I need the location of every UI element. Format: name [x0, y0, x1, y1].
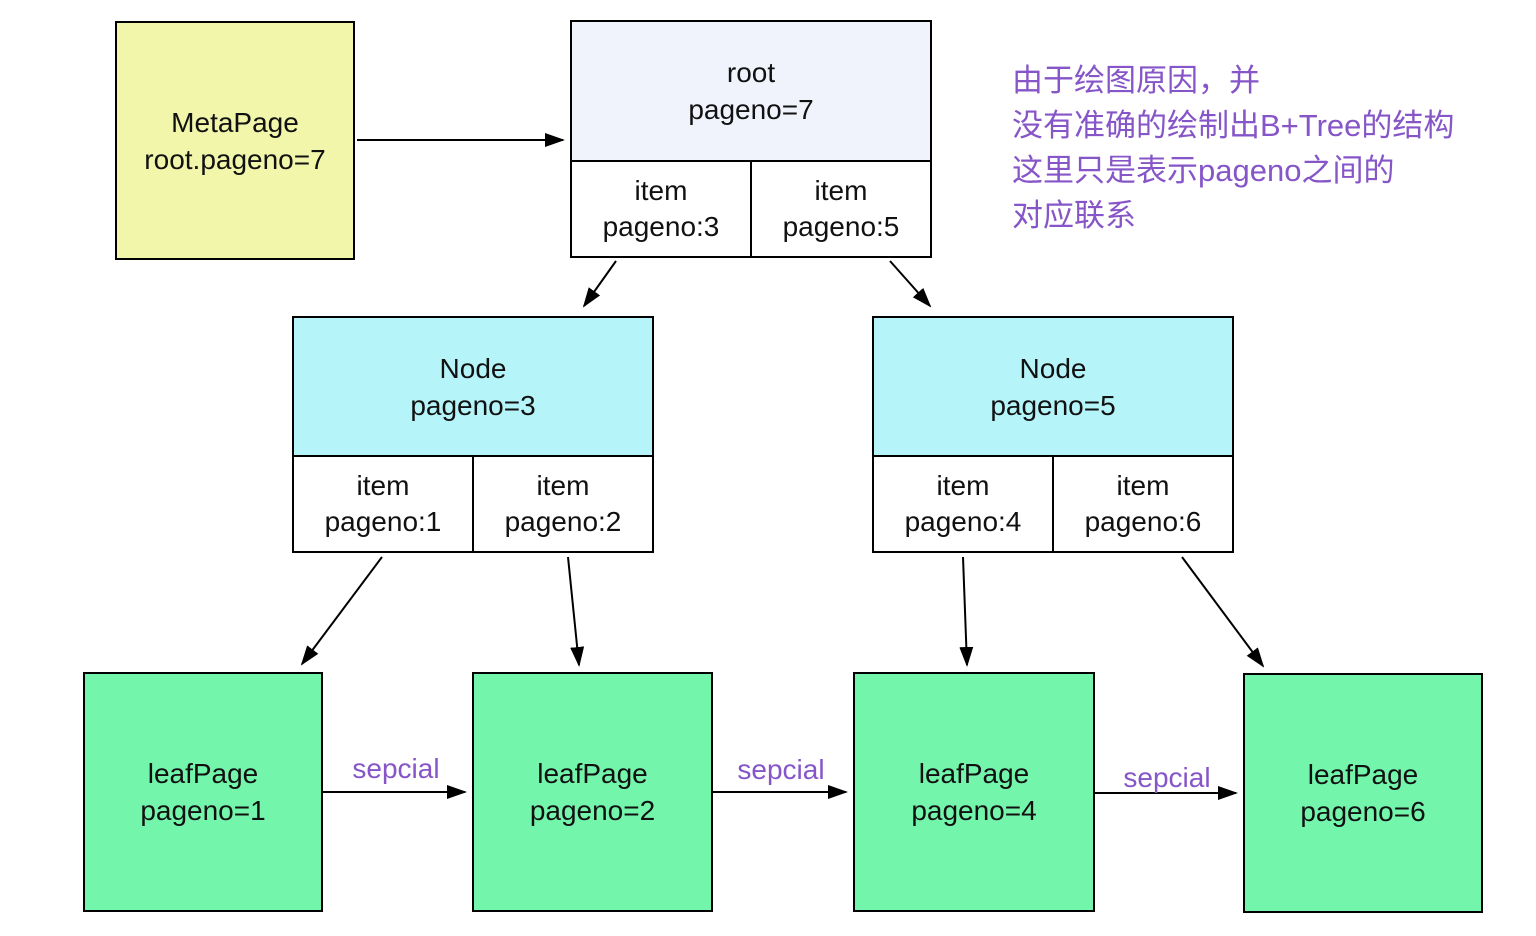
annotation-line: 对应联系 — [1012, 198, 1136, 233]
node-pageno: pageno=3 — [410, 389, 536, 421]
root-item-pageno5: item pageno:5 — [750, 162, 930, 256]
item-pageno: pageno:1 — [324, 506, 442, 537]
metapage-box: MetaPage root.pageno=7 — [115, 21, 355, 260]
node5-item-pageno6: item pageno:6 — [1052, 457, 1232, 551]
item-pageno: pageno:4 — [904, 506, 1022, 537]
arrow-node5item4-to-leaf4 — [959, 556, 974, 667]
item-label: item — [634, 175, 688, 206]
leaf-title: leafPage — [1307, 759, 1419, 790]
node-title: Node — [1019, 352, 1087, 384]
item-pageno: pageno:3 — [602, 211, 720, 242]
leafpage4-box: leafPage pageno=4 — [853, 672, 1095, 912]
arrow-rootitem5-to-node5 — [889, 260, 932, 308]
item-label: item — [1116, 470, 1170, 501]
node3-box: Node pageno=3 item pageno:1 item pageno:… — [292, 316, 654, 553]
node3-item-pageno1: item pageno:1 — [294, 457, 472, 551]
leafpage1-box: leafPage pageno=1 — [83, 672, 323, 912]
leaf-pageno: pageno=1 — [140, 795, 266, 826]
leaf-title: leafPage — [147, 758, 259, 789]
item-label: item — [356, 470, 410, 501]
root-pageno: pageno=7 — [688, 94, 814, 125]
leaf-title: leafPage — [537, 758, 648, 789]
leaf-pageno: pageno=6 — [1300, 796, 1426, 827]
item-label: item — [936, 470, 990, 501]
node5-header: Node pageno=5 — [874, 318, 1232, 457]
item-label: item — [814, 175, 868, 206]
node3-item-pageno2: item pageno:2 — [472, 457, 652, 551]
arrow-node3item1-to-leaf1 — [300, 556, 383, 666]
metapage-root-pageno: root.pageno=7 — [144, 143, 326, 175]
metapage-title: MetaPage — [171, 106, 299, 138]
arrow-rootitem3-to-node3 — [582, 260, 617, 308]
edge-label-leaf1-leaf2: sepcial — [352, 753, 440, 784]
node5-items-row: item pageno:4 item pageno:6 — [874, 457, 1232, 551]
node-pageno: pageno=5 — [990, 389, 1116, 421]
leaf-pageno: pageno=2 — [529, 795, 656, 826]
annotation-line: 由于绘图原因，并 — [1012, 63, 1260, 98]
root-title: root — [726, 57, 776, 88]
arrow-node3item2-to-leaf2 — [567, 556, 585, 667]
leafpage6-box: leafPage pageno=6 — [1243, 673, 1483, 913]
item-label: item — [536, 470, 590, 501]
node-title: Node — [439, 352, 507, 384]
leaf-pageno: pageno=4 — [911, 795, 1037, 826]
leafpage2-box: leafPage pageno=2 — [472, 672, 713, 912]
root-header: root pageno=7 — [572, 22, 930, 162]
edge-label-leaf2-leaf4: sepcial — [737, 754, 825, 785]
annotation-line: 这里只是表示pageno之间的 — [1012, 153, 1395, 188]
annotation-note: 由于绘图原因，并 没有准确的绘制出B+Tree的结构 这里只是表示pageno之… — [1012, 58, 1512, 238]
item-pageno: pageno:6 — [1084, 506, 1202, 537]
node3-items-row: item pageno:1 item pageno:2 — [294, 457, 652, 551]
root-page-box: root pageno=7 item pageno:3 item pageno:… — [570, 20, 932, 258]
root-items-row: item pageno:3 item pageno:5 — [572, 162, 930, 256]
arrow-node5item6-to-leaf6 — [1181, 556, 1265, 668]
node3-header: Node pageno=3 — [294, 318, 652, 457]
item-pageno: pageno:5 — [782, 211, 900, 242]
node5-box: Node pageno=5 item pageno:4 item pageno:… — [872, 316, 1234, 553]
annotation-line: 没有准确的绘制出B+Tree的结构 — [1012, 108, 1455, 143]
leaf-title: leafPage — [918, 758, 1030, 789]
edge-label-leaf4-leaf6: sepcial — [1123, 762, 1211, 793]
node5-item-pageno4: item pageno:4 — [874, 457, 1052, 551]
item-pageno: pageno:2 — [504, 506, 622, 537]
root-item-pageno3: item pageno:3 — [572, 162, 750, 256]
